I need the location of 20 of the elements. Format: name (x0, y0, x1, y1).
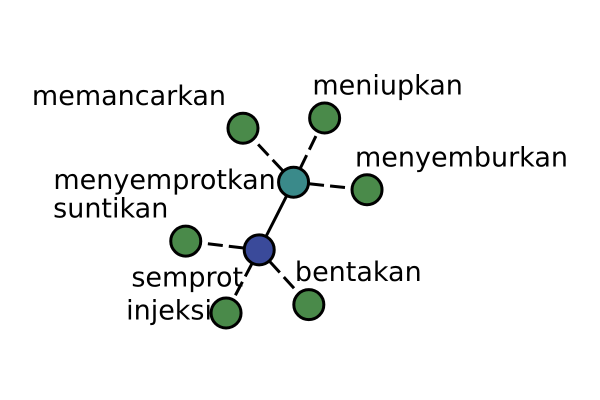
node-label: injeksi (126, 295, 212, 326)
node-label: menyemprotkan (52, 164, 276, 196)
connector (268, 260, 299, 294)
node-circle (350, 172, 384, 206)
node-label: semprot (130, 262, 243, 293)
node-circle (308, 101, 341, 134)
connector (264, 194, 288, 236)
node-circle (276, 165, 310, 198)
node-label: bentakan (294, 256, 422, 288)
node-label: menyemburkan (354, 142, 568, 173)
node-label: memancarkan (31, 80, 226, 112)
connector (200, 240, 244, 249)
node-circle (292, 288, 325, 321)
node-circle (226, 111, 259, 144)
node-circle (168, 224, 202, 258)
node-label: meniupkan (312, 70, 462, 102)
node-circle (209, 296, 242, 329)
node-label: suntikan (52, 193, 168, 224)
connector (308, 182, 352, 190)
node-circle (242, 232, 276, 266)
